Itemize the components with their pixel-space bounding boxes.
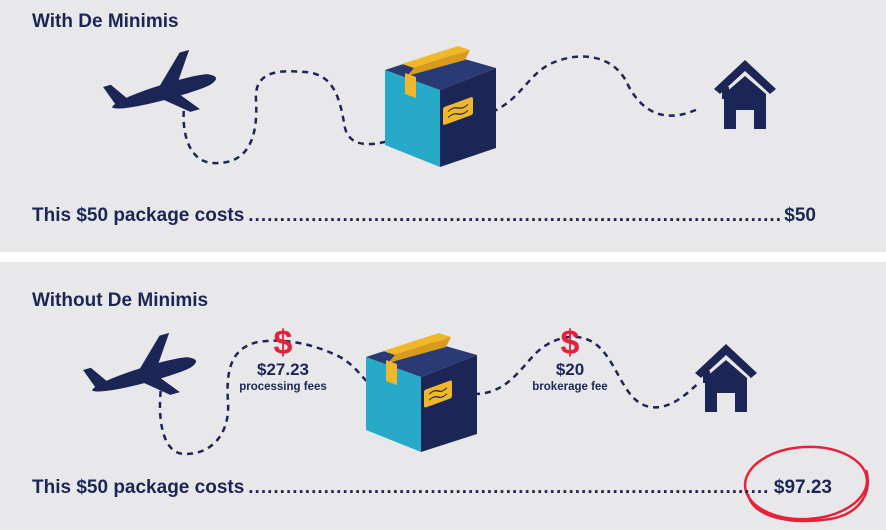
without-cost-line: This $50 package costs .................… <box>32 477 832 499</box>
without-cost-label: This $50 package costs <box>32 477 245 498</box>
brokerage-fee-label: brokerage fee <box>532 381 608 393</box>
dollar-icon: $ <box>560 324 580 362</box>
without-cost-value: $97.23 <box>773 477 832 498</box>
without-de-minimis-panel: Without De Minimis <box>0 262 886 530</box>
house-icon <box>714 60 776 129</box>
shipping-route-path <box>182 70 393 165</box>
airplane-icon <box>103 49 216 112</box>
processing-fee-amount: $27.23 <box>257 360 309 379</box>
house-icon <box>695 344 757 412</box>
with-shipping-scene <box>103 46 776 167</box>
leader-dots: ........................................… <box>248 477 770 498</box>
processing-fee: $ $27.23 processing fees <box>228 326 338 394</box>
without-title: Without De Minimis <box>32 290 209 311</box>
with-de-minimis-panel: With De Minimis <box>0 0 886 252</box>
with-cost-label: This $50 package costs <box>32 205 245 226</box>
leader-dots: ........................................… <box>248 205 781 226</box>
with-title: With De Minimis <box>32 11 179 32</box>
shipping-route-path <box>158 339 369 456</box>
with-cost-value: $50 <box>784 205 816 226</box>
dollar-icon: $ <box>273 324 293 362</box>
brokerage-fee-amount: $20 <box>555 360 585 379</box>
package-box-icon <box>385 46 496 167</box>
with-cost-line: This $50 package costs .................… <box>32 205 816 227</box>
without-shipping-scene <box>83 332 869 523</box>
processing-fee-label: processing fees <box>239 381 327 393</box>
airplane-icon <box>83 332 196 395</box>
brokerage-fee: $ $20 brokerage fee <box>515 326 625 394</box>
delivery-route-path <box>491 55 701 117</box>
highlight-circle <box>743 445 869 523</box>
package-box-icon <box>366 333 477 452</box>
